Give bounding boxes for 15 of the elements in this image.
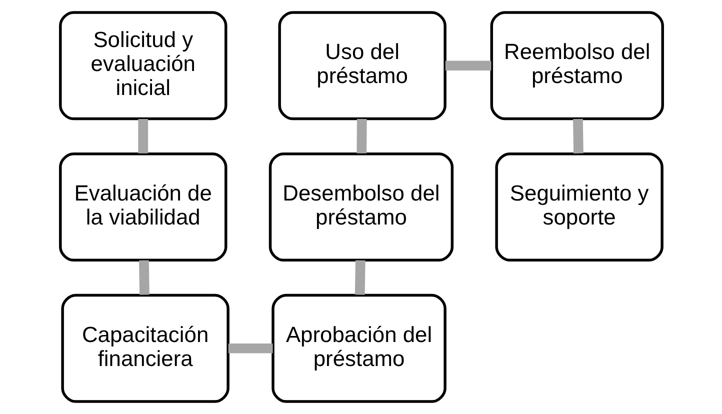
node-box: Seguimiento y soporte xyxy=(494,152,663,262)
node-box: Desembolso del préstamo xyxy=(268,152,454,262)
node-box: Uso del préstamo xyxy=(278,11,446,120)
connector xyxy=(356,118,366,154)
connector xyxy=(228,343,272,354)
connector xyxy=(138,118,148,154)
node-box: Evaluación de la viabilidad xyxy=(58,152,227,262)
connector xyxy=(138,260,149,295)
connector xyxy=(444,60,491,71)
node-box: Capacitación financiera xyxy=(60,294,229,403)
node-box: Solicitud y evaluación inicial xyxy=(58,11,227,120)
connector xyxy=(354,260,365,295)
node-box: Aprobación del préstamo xyxy=(271,294,446,403)
node-box: Reembolso del préstamo xyxy=(490,11,664,120)
connector xyxy=(572,118,583,154)
